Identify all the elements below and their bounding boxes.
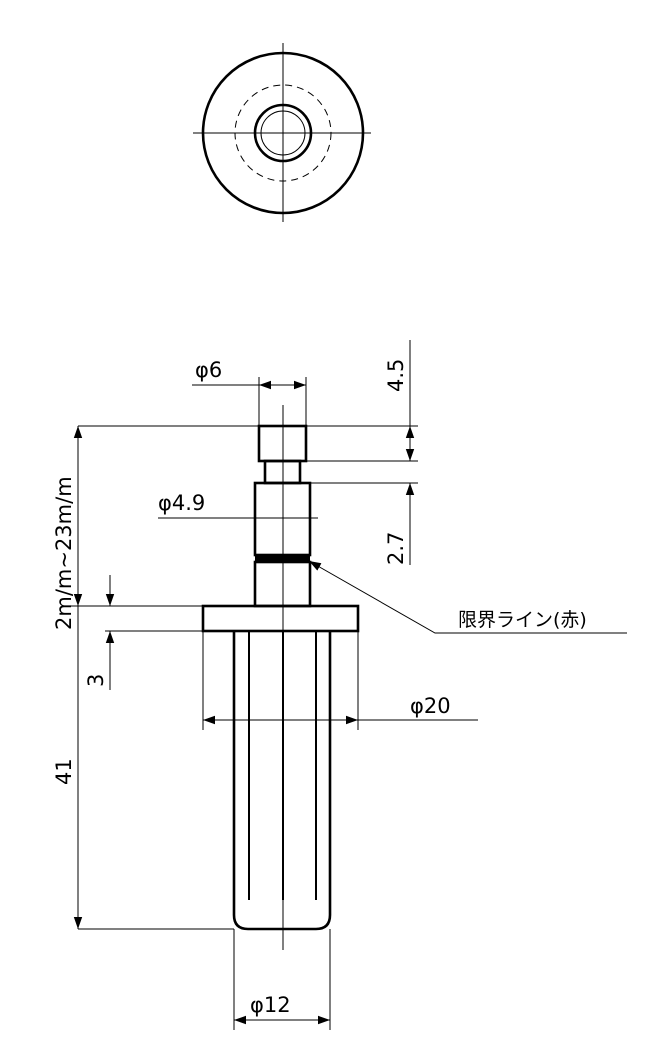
limit-line-leader bbox=[308, 560, 627, 634]
flange-thickness-label: 3 bbox=[84, 674, 108, 687]
top-view bbox=[193, 43, 371, 222]
groove-width-label: 2.7 bbox=[384, 532, 408, 565]
tip-length-label: 4.5 bbox=[384, 359, 408, 392]
dimension-lines bbox=[70, 340, 627, 1030]
body-length-label: 41 bbox=[52, 758, 76, 785]
side-view bbox=[201, 405, 360, 950]
flange-diameter-label: φ20 bbox=[410, 694, 451, 718]
body-outline bbox=[232, 631, 332, 931]
limit-line-label: 限界ライン(赤) bbox=[458, 609, 587, 631]
flange-outline bbox=[201, 604, 360, 633]
insertion-range-label: 2m/m~23m/m bbox=[52, 476, 76, 630]
neck-diameter-label: φ4.9 bbox=[158, 491, 205, 515]
tip-diameter-label: φ6 bbox=[195, 358, 222, 382]
body-diameter-label: φ12 bbox=[250, 993, 291, 1017]
